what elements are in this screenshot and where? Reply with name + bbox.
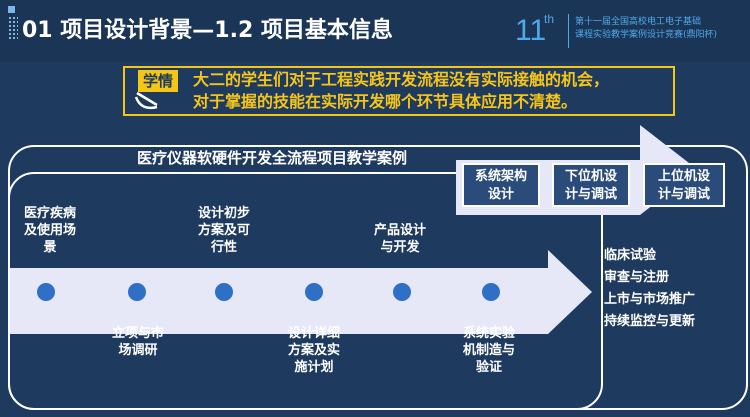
phase-label: 医疗疾病 (23, 206, 76, 221)
phase-label: 与开发 (380, 240, 420, 255)
phase-label: 机制造与 (462, 343, 515, 358)
stage-system-architecture: 系统架构 设计 (462, 163, 540, 207)
page-title: 01 项目设计背景—1.2 项目基本信息 (22, 18, 393, 43)
phase-label: 方案及实 (287, 343, 340, 358)
inner-process-frame (8, 172, 603, 410)
timeline-dot (305, 283, 323, 301)
phase-label: 设计详细 (287, 326, 340, 341)
phase-label: 系统实验 (462, 326, 515, 341)
logo-divider (568, 14, 569, 48)
logo-text-line2: 课程实验教学案例设计竞赛(鼎阳杯) (575, 30, 718, 40)
phase-preliminary-design: 设计初步 方案及可 行性 (188, 205, 260, 256)
stage-label: 上位机设 (657, 169, 710, 184)
phase-medical-scenario: 医疗疾病 及使用场 景 (14, 205, 86, 256)
post-step-item: 上市与市场推广 (604, 292, 696, 307)
case-title: 医疗仪器软硬件开发全流程项目教学案例 (131, 147, 414, 168)
post-development-steps: 临床试验 审查与注册 上市与市场推广 持续监控与更新 (604, 245, 695, 333)
competition-logo-sup: th (544, 12, 555, 26)
phase-label: 及使用场 (23, 223, 76, 238)
competition-logo-text: 第十一届全国高校电工电子基础 课程实验教学案例设计竞赛(鼎阳杯) (575, 16, 717, 42)
stage-label: 计与调试 (657, 187, 710, 202)
phase-label: 方案及可 (197, 223, 250, 238)
phase-label: 行性 (210, 240, 237, 255)
phase-label: 立项与市 (111, 326, 164, 341)
phase-product-development: 产品设计 与开发 (364, 222, 436, 256)
post-step-item: 审查与注册 (604, 270, 670, 285)
phase-label: 设计初步 (197, 206, 250, 221)
main-timeline-arrow (10, 250, 592, 334)
phase-label: 产品设计 (373, 223, 426, 238)
timeline-dot (393, 283, 411, 301)
timeline-dot (37, 283, 55, 301)
stage-label: 计与调试 (564, 187, 617, 202)
phase-label: 施计划 (294, 360, 334, 375)
timeline-dot (215, 283, 233, 301)
student-situation-badge: 学情 (138, 70, 178, 92)
competition-logo-number: 11 (515, 14, 547, 47)
stage-upper-computer: 上位机设 计与调试 (643, 163, 725, 207)
timeline-dot (128, 283, 146, 301)
problem-statement: 大二的学生们对于工程实践开发流程没有实际接触的机会， 对于掌握的技能在实际开发哪… (193, 69, 609, 113)
post-step-item: 持续监控与更新 (604, 314, 696, 329)
timeline-dot (482, 283, 500, 301)
logo-text-line1: 第十一届全国高校电工电子基础 (575, 17, 702, 27)
stage-label: 下位机设 (564, 169, 617, 184)
phase-label: 场调研 (118, 343, 158, 358)
problem-box (123, 66, 675, 116)
phase-label: 景 (43, 240, 57, 255)
decor-dots (8, 16, 18, 40)
problem-line1: 大二的学生们对于工程实践开发流程没有实际接触的机会， (193, 70, 610, 89)
decor-square (8, 6, 15, 13)
phase-detailed-plan: 设计详细 方案及实 施计划 (278, 325, 350, 376)
stage-label: 系统架构 (474, 169, 527, 184)
problem-line2: 对于掌握的技能在实际开发哪个环节具体应用不清楚。 (193, 92, 578, 111)
post-step-item: 临床试验 (604, 248, 657, 263)
pencil-icon (134, 91, 158, 110)
stage-lower-computer: 下位机设 计与调试 (552, 163, 630, 207)
phase-project-research: 立项与市 场调研 (102, 325, 174, 359)
phase-label: 验证 (475, 360, 502, 375)
phase-system-validation: 系统实验 机制造与 验证 (453, 325, 525, 376)
header-bar: 01 项目设计背景—1.2 项目基本信息 (0, 0, 750, 62)
stage-label: 设计 (487, 187, 514, 202)
